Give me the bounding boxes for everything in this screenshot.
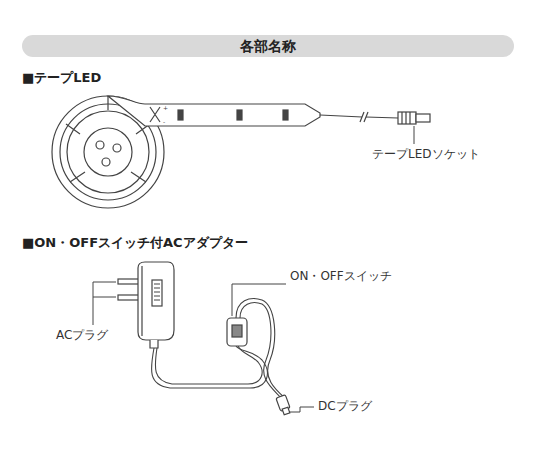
leader-line [93,282,314,412]
svg-text:+: + [163,104,168,111]
svg-text:-: - [163,118,165,125]
section-title: 各部名称 [240,38,296,55]
part-label: ON・OFFスイッチ [290,269,392,283]
cable [151,299,285,398]
section-heading: ■テープLED [22,70,101,86]
tape-led-socket [320,112,430,144]
ac-adapter [118,262,174,348]
part-label: ACプラグ [56,328,108,342]
part-label: テープLEDソケット [372,147,480,161]
title-band [22,35,514,57]
part-label: DCプラグ [318,399,372,413]
section-heading: ■ON・OFFスイッチ付ACアダプター [22,235,248,251]
dc-plug [276,395,290,415]
on-off-switch [227,318,247,346]
led-tape: + - [108,96,320,126]
